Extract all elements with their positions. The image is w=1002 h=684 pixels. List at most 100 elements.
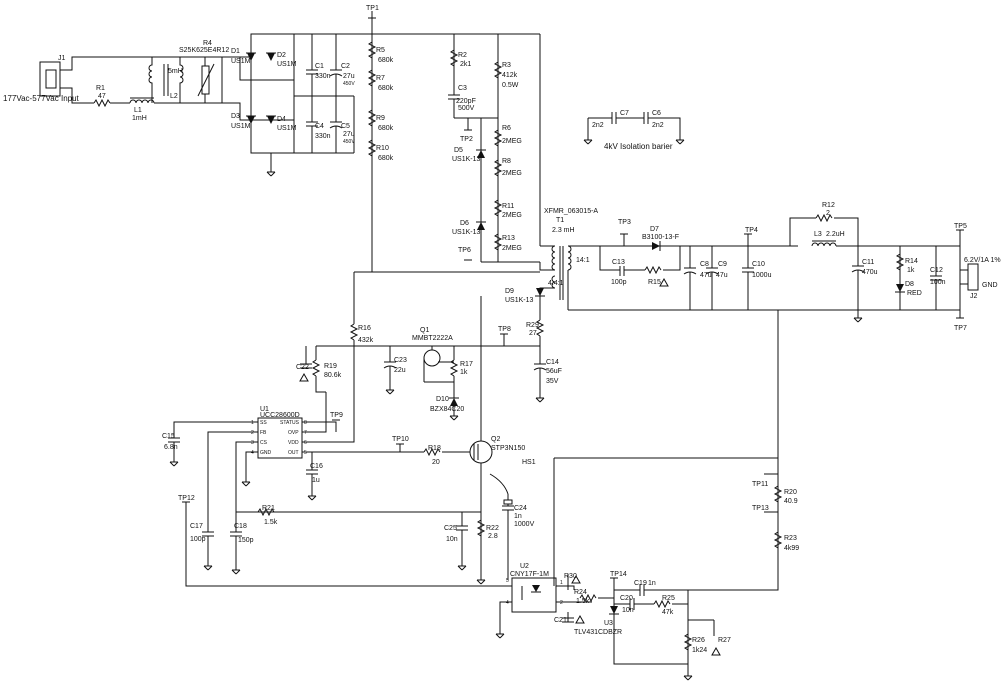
svg-text:US1K-13: US1K-13	[452, 229, 481, 236]
svg-text:BZX84C20: BZX84C20	[430, 406, 464, 413]
svg-text:C25: C25	[444, 525, 457, 532]
svg-text:3: 3	[251, 440, 254, 446]
svg-text:C1: C1	[315, 63, 324, 70]
svg-text:27u: 27u	[343, 131, 355, 138]
svg-text:1k24: 1k24	[692, 647, 707, 654]
svg-text:D5: D5	[454, 147, 463, 154]
svg-text:1mH: 1mH	[132, 115, 147, 122]
svg-text:R20: R20	[784, 489, 797, 496]
svg-text:412k: 412k	[502, 72, 518, 79]
output-label: 6.2V/1A 1%	[964, 257, 1001, 264]
svg-text:R15: R15	[648, 279, 661, 286]
svg-text:XFMR_063015-A: XFMR_063015-A	[544, 208, 598, 215]
svg-text:R25: R25	[662, 595, 675, 602]
svg-text:10n: 10n	[622, 607, 634, 614]
svg-text:Q2: Q2	[491, 436, 500, 443]
svg-text:STATUS: STATUS	[280, 420, 300, 426]
svg-text:R27: R27	[718, 637, 731, 644]
svg-text:C23: C23	[394, 357, 407, 364]
svg-text:47k: 47k	[662, 609, 674, 616]
svg-text:C11: C11	[862, 259, 874, 266]
svg-text:U1: U1	[260, 406, 269, 413]
svg-text:R8: R8	[502, 158, 511, 165]
tp3-label: TP3	[618, 219, 631, 226]
controller-u1: U1 UCC28600D SS FB CS GND STATUS OVP VDD…	[162, 346, 470, 532]
input-section: J1 177Vac-577Vac Input R1 47 L1 1mH 5mH …	[3, 40, 229, 122]
svg-text:R26: R26	[692, 637, 705, 644]
svg-text:2MEG: 2MEG	[502, 170, 522, 177]
svg-text:2.2uH: 2.2uH	[826, 231, 845, 238]
input-voltage-label: 177Vac-577Vac Input	[3, 94, 80, 103]
svg-text:R10: R10	[376, 145, 389, 152]
svg-text:C19: C19	[634, 580, 647, 587]
svg-text:US1M: US1M	[277, 61, 297, 68]
svg-text:C4: C4	[315, 123, 324, 130]
svg-text:100p: 100p	[611, 279, 627, 286]
svg-text:C18: C18	[234, 523, 247, 530]
svg-text:6.8n: 6.8n	[164, 444, 178, 451]
svg-text:GND: GND	[260, 450, 272, 456]
svg-text:SS: SS	[260, 420, 267, 426]
svg-text:C16: C16	[310, 463, 323, 470]
svg-text:R30: R30	[564, 573, 577, 580]
svg-text:100n: 100n	[930, 279, 946, 286]
svg-text:680k: 680k	[378, 155, 394, 162]
svg-text:2n2: 2n2	[592, 122, 604, 129]
svg-text:C14: C14	[546, 359, 559, 366]
svg-text:MMBT2222A: MMBT2222A	[412, 335, 453, 342]
tp11-label: TP11	[752, 481, 768, 488]
svg-text:4k99: 4k99	[784, 545, 799, 552]
svg-text:UCC28600D: UCC28600D	[260, 412, 300, 419]
svg-text:C17: C17	[190, 523, 203, 530]
svg-text:R6: R6	[502, 125, 511, 132]
svg-text:1000V: 1000V	[514, 521, 535, 528]
svg-text:5mH: 5mH	[168, 68, 183, 75]
svg-text:2: 2	[560, 600, 563, 606]
svg-text:20: 20	[432, 459, 440, 466]
svg-text:STP3N150: STP3N150	[491, 445, 525, 452]
svg-text:C2: C2	[341, 63, 350, 70]
svg-text:US1K-13: US1K-13	[452, 156, 481, 163]
svg-text:D7: D7	[650, 226, 659, 233]
svg-text:C13: C13	[612, 259, 625, 266]
svg-text:HS1: HS1	[522, 459, 536, 466]
svg-text:U2: U2	[520, 563, 529, 570]
svg-text:27: 27	[529, 330, 537, 337]
svg-text:10n: 10n	[446, 536, 458, 543]
tp9-label: TP9	[330, 412, 343, 419]
svg-text:US1M: US1M	[231, 123, 251, 130]
tp6-label: TP6	[458, 247, 471, 254]
svg-text:1u: 1u	[312, 477, 320, 484]
svg-text:D8: D8	[905, 281, 914, 288]
svg-text:1000u: 1000u	[752, 272, 772, 279]
svg-text:100p: 100p	[190, 536, 206, 543]
svg-text:R21: R21	[262, 505, 275, 512]
svg-text:35V: 35V	[546, 378, 559, 385]
svg-text:D9: D9	[505, 288, 514, 295]
j2-label: J2	[970, 293, 978, 300]
svg-text:R17: R17	[460, 361, 473, 368]
svg-text:1k: 1k	[907, 267, 915, 274]
svg-text:R13: R13	[502, 235, 515, 242]
svg-text:R18: R18	[428, 445, 441, 452]
svg-text:80.6k: 80.6k	[324, 372, 342, 379]
isolation-label: 4kV Isolation barier	[604, 142, 673, 151]
svg-text:C21: C21	[554, 617, 567, 624]
svg-text:C12: C12	[930, 267, 943, 274]
svg-text:330n: 330n	[315, 133, 331, 140]
svg-text:R23: R23	[784, 535, 797, 542]
svg-text:450V: 450V	[343, 81, 355, 87]
svg-text:47u: 47u	[700, 272, 712, 279]
tp13-label: TP13	[752, 505, 769, 512]
svg-text:1k: 1k	[460, 369, 468, 376]
svg-text:S25K625E4R12: S25K625E4R12	[179, 47, 229, 54]
svg-text:R5: R5	[376, 47, 385, 54]
svg-text:C7: C7	[620, 110, 629, 117]
svg-text:4.4:1: 4.4:1	[548, 280, 564, 287]
svg-text:6: 6	[304, 440, 307, 446]
